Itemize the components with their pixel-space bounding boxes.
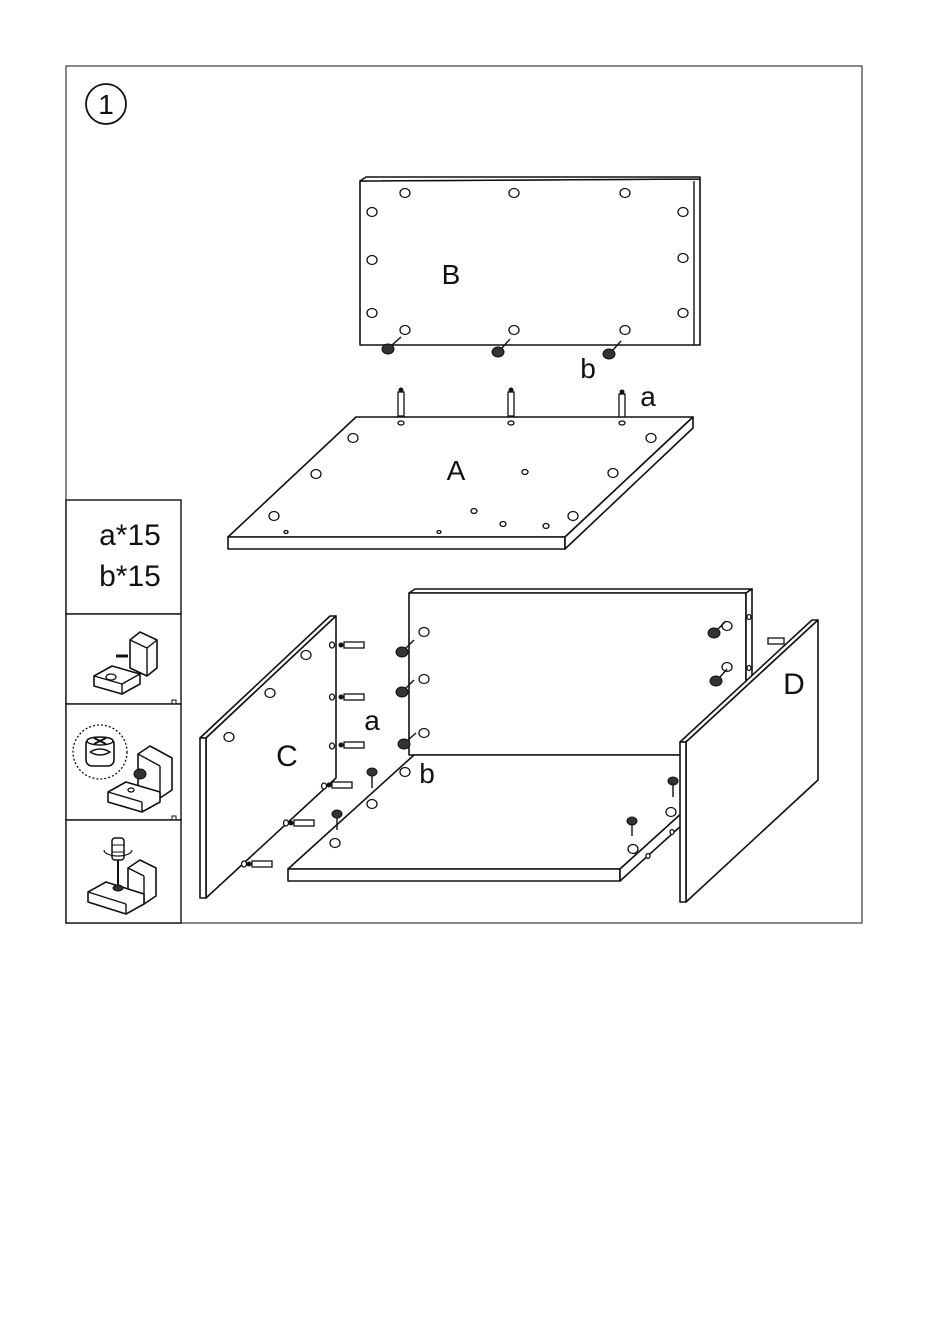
- parts-list-item: b*15: [99, 560, 161, 593]
- hardware-a-label-top: a: [640, 381, 656, 412]
- hardware-b-label-top: b: [580, 353, 596, 384]
- detail-box-3: [66, 820, 181, 923]
- detail-box-2: [66, 704, 181, 827]
- panel-c-label: C: [276, 740, 298, 773]
- panel-d-label: D: [783, 668, 805, 701]
- parts-list-item: a*15: [99, 519, 161, 552]
- hardware-a-label-bottom: a: [364, 705, 380, 736]
- panel-b-label: B: [442, 259, 461, 290]
- panel-a-label: A: [447, 455, 466, 486]
- hardware-b-label-bottom: b: [419, 758, 435, 789]
- detail-box-1: [66, 614, 181, 711]
- dowel-right: [768, 638, 784, 644]
- parts-list-box: a*15 b*15: [66, 500, 181, 614]
- step-number: 1: [98, 89, 114, 120]
- cam-lock-detail-icon: [73, 725, 127, 779]
- panel-b: B: [360, 177, 700, 345]
